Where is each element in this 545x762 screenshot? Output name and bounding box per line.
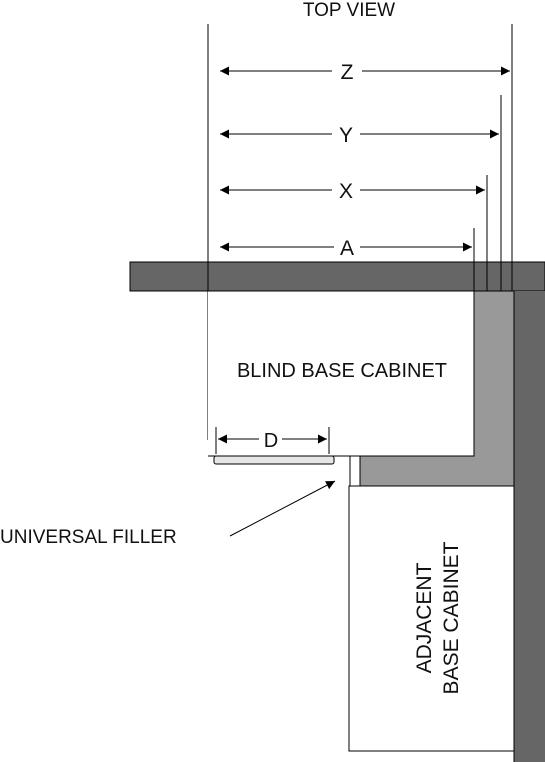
dimension-z: Z bbox=[220, 61, 510, 84]
diagram-title: TOP VIEW bbox=[303, 0, 395, 21]
dimension-y-label: Y bbox=[339, 124, 353, 147]
dimension-z-label: Z bbox=[341, 61, 354, 84]
cabinet-door-edge bbox=[213, 455, 335, 465]
dimension-a-label: A bbox=[340, 237, 354, 260]
dimension-a: A bbox=[220, 237, 472, 260]
side-wall bbox=[514, 291, 545, 762]
dimension-d: D bbox=[215, 427, 330, 454]
filler-leader-line bbox=[229, 480, 336, 537]
wall-countertop bbox=[129, 261, 545, 292]
universal-filler-label: UNIVERSAL FILLER bbox=[0, 527, 177, 548]
adjacent-cabinet-label-line2: BASE CABINET bbox=[440, 541, 463, 694]
dimension-d-label: D bbox=[264, 430, 278, 452]
dimension-y: Y bbox=[220, 124, 499, 147]
adjacent-cabinet-label-line1: ADJACENT bbox=[413, 562, 436, 673]
blind-base-cabinet bbox=[208, 290, 475, 457]
universal-filler bbox=[349, 455, 361, 487]
dimension-x-label: X bbox=[339, 180, 353, 203]
dimension-x: X bbox=[220, 180, 485, 203]
adjacent-base-cabinet bbox=[348, 485, 515, 752]
blind-base-cabinet-label: BLIND BASE CABINET bbox=[237, 360, 447, 382]
